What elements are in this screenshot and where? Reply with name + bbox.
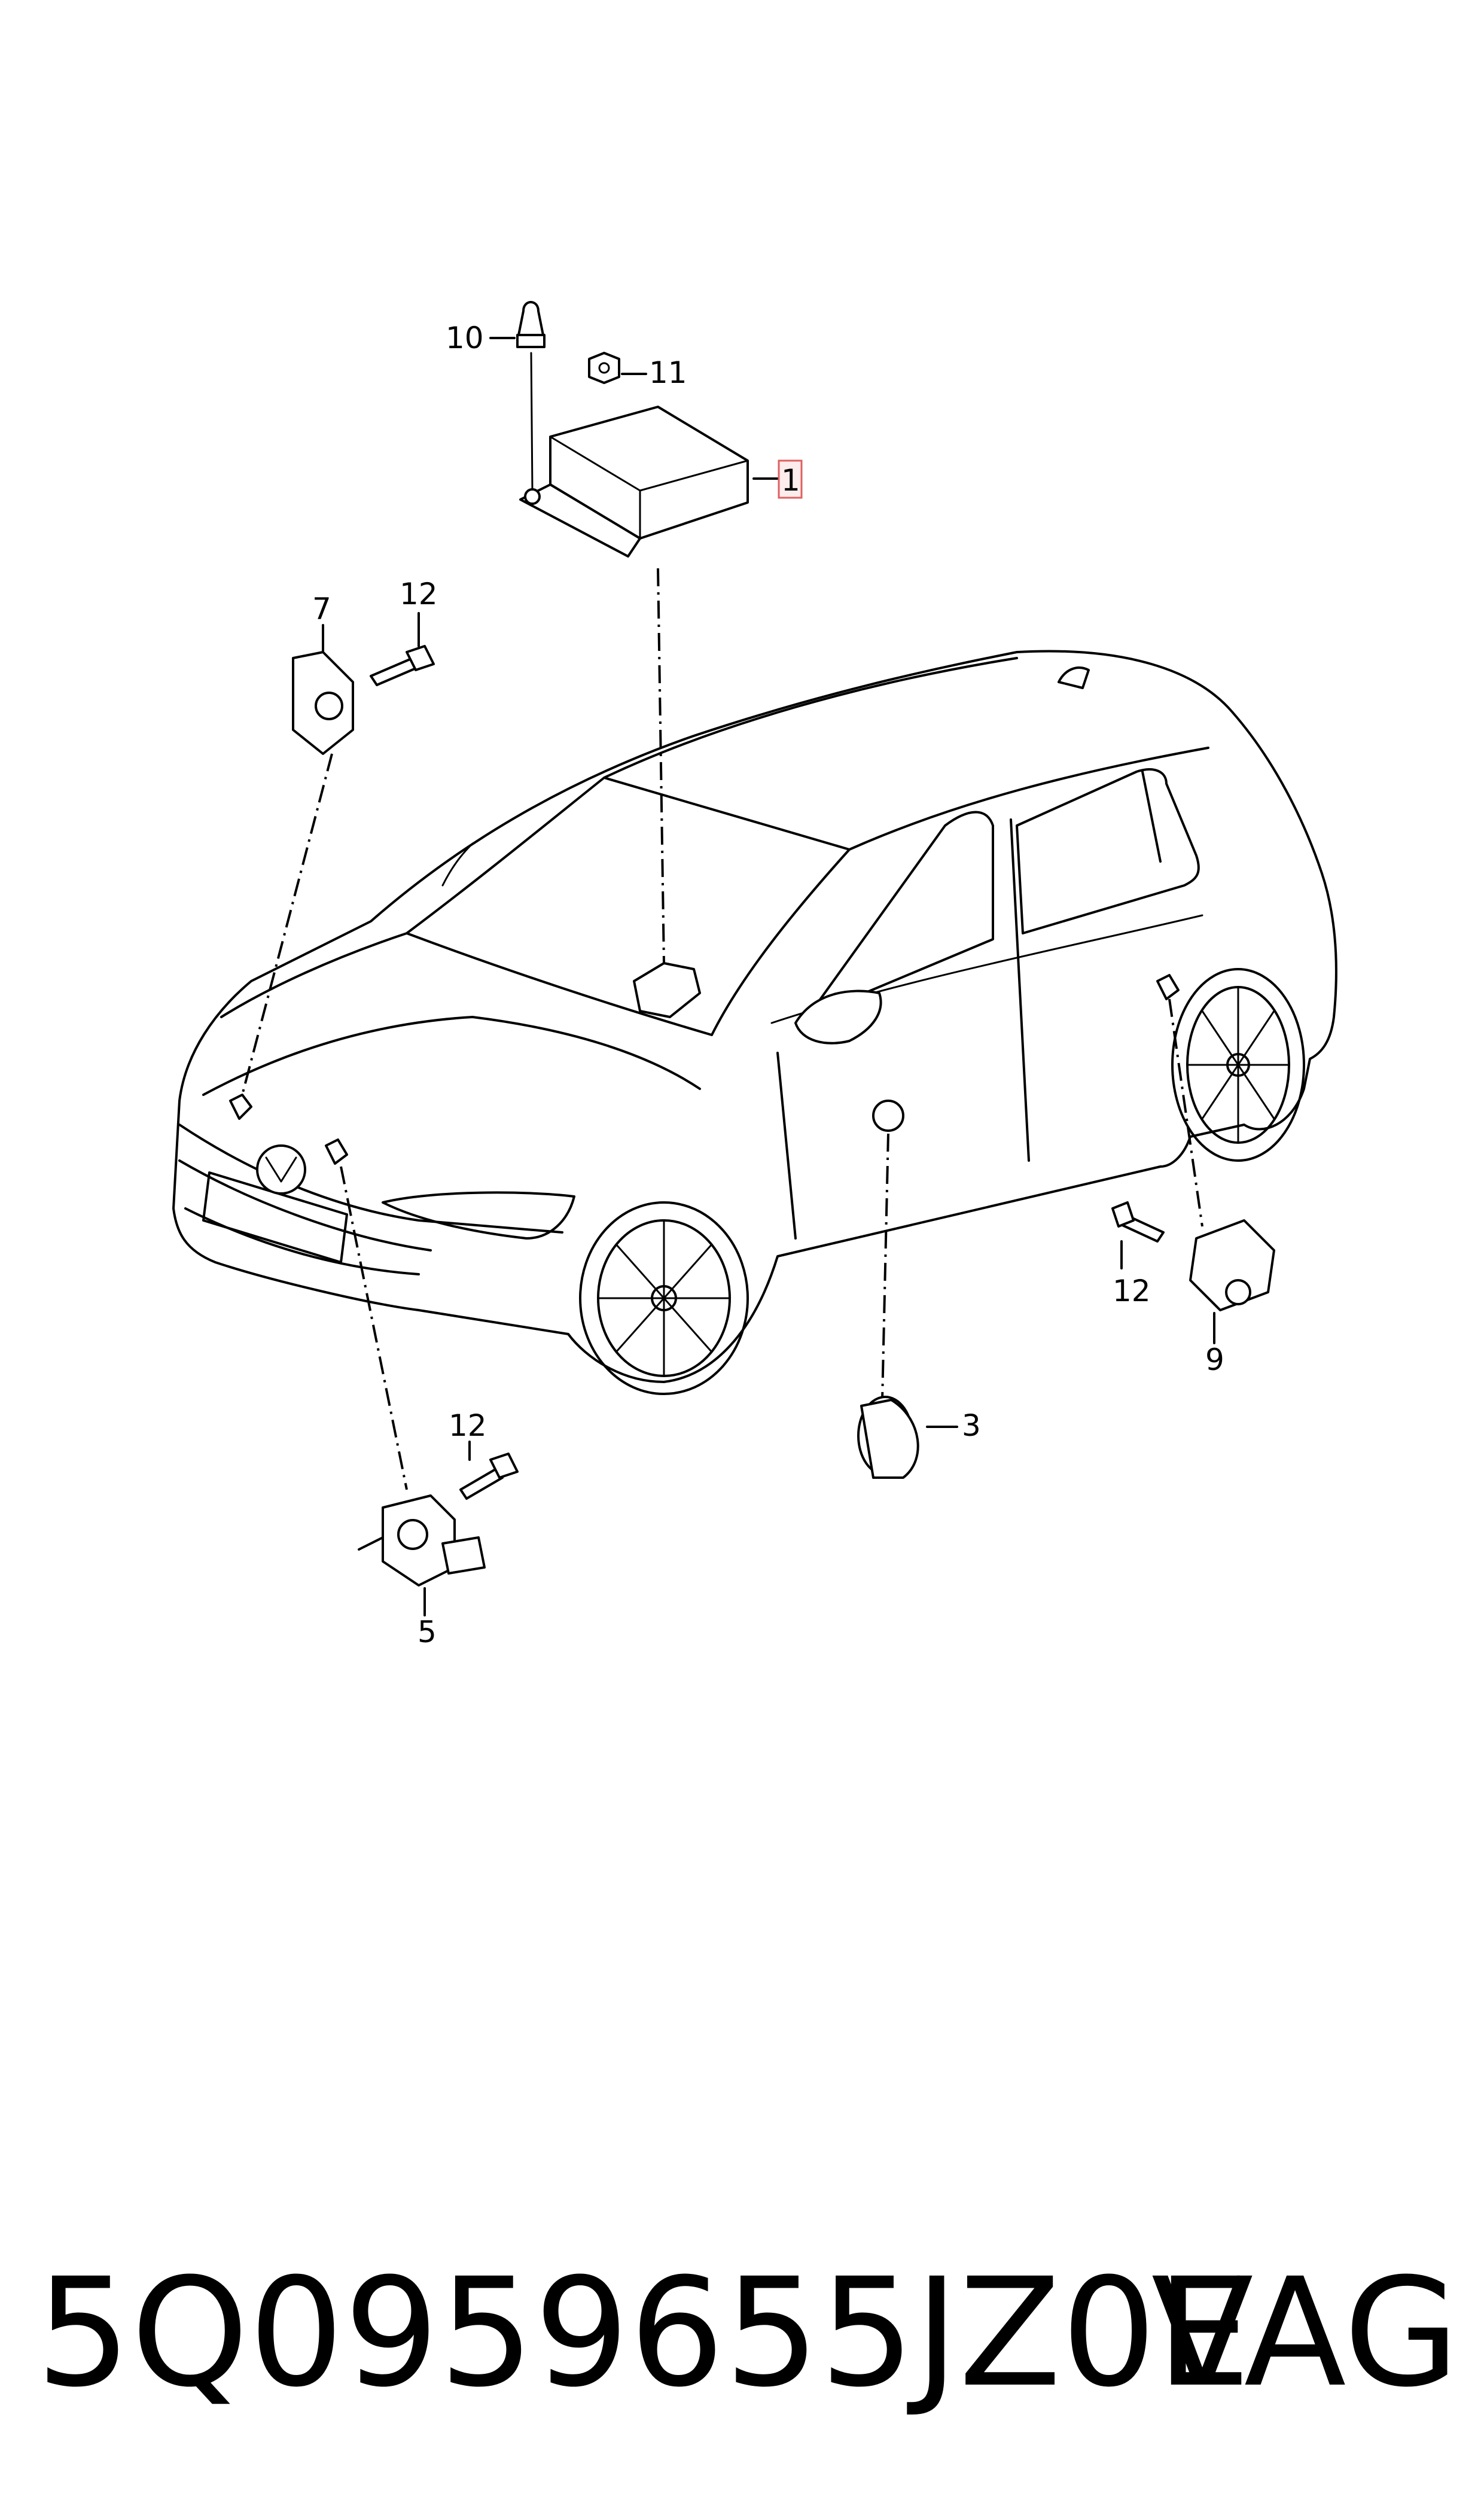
callout-1: 1 [781,463,800,498]
callout-12-c: 12 [449,1408,487,1443]
part-10-clip [489,301,546,348]
callout-3: 3 [962,1408,981,1443]
mount-mark-control-unit [633,962,701,1018]
mount-mark-front-right [325,1138,348,1165]
brand-label: VAG [1151,2246,1459,2420]
part-9-crash-sensor [1189,1219,1275,1344]
car-illustration [172,650,1337,1395]
callout-1-highlight [778,459,803,499]
callout-9: 9 [1205,1342,1224,1377]
part-12-bolt-c [459,1441,519,1500]
leader-lines [241,352,1203,1490]
part-number: 5Q0959655JZ0E [36,2246,1251,2420]
part-1-airbag-control-unit [519,406,803,558]
part-5-crash-sensor [358,1494,486,1616]
part-12-bolt-a [370,612,435,686]
mount-mark-door [872,1100,904,1132]
callout-12-b: 12 [1113,1274,1151,1308]
callout-11: 11 [649,355,687,390]
callout-12-a: 12 [400,577,438,611]
part-11-nut [588,352,647,384]
footer-caption: 5Q0959655JZ0E VAG [36,2255,1459,2411]
callout-5: 5 [418,1615,437,1649]
callout-7: 7 [312,592,331,626]
part-7-crash-sensor [292,624,354,755]
callout-10: 10 [446,321,484,355]
part-3-pressure-sensor [857,1396,958,1479]
mount-mark-front-left [229,1094,252,1120]
part-12-bolt-b [1111,1201,1165,1269]
mount-mark-rear [1156,974,1180,1000]
